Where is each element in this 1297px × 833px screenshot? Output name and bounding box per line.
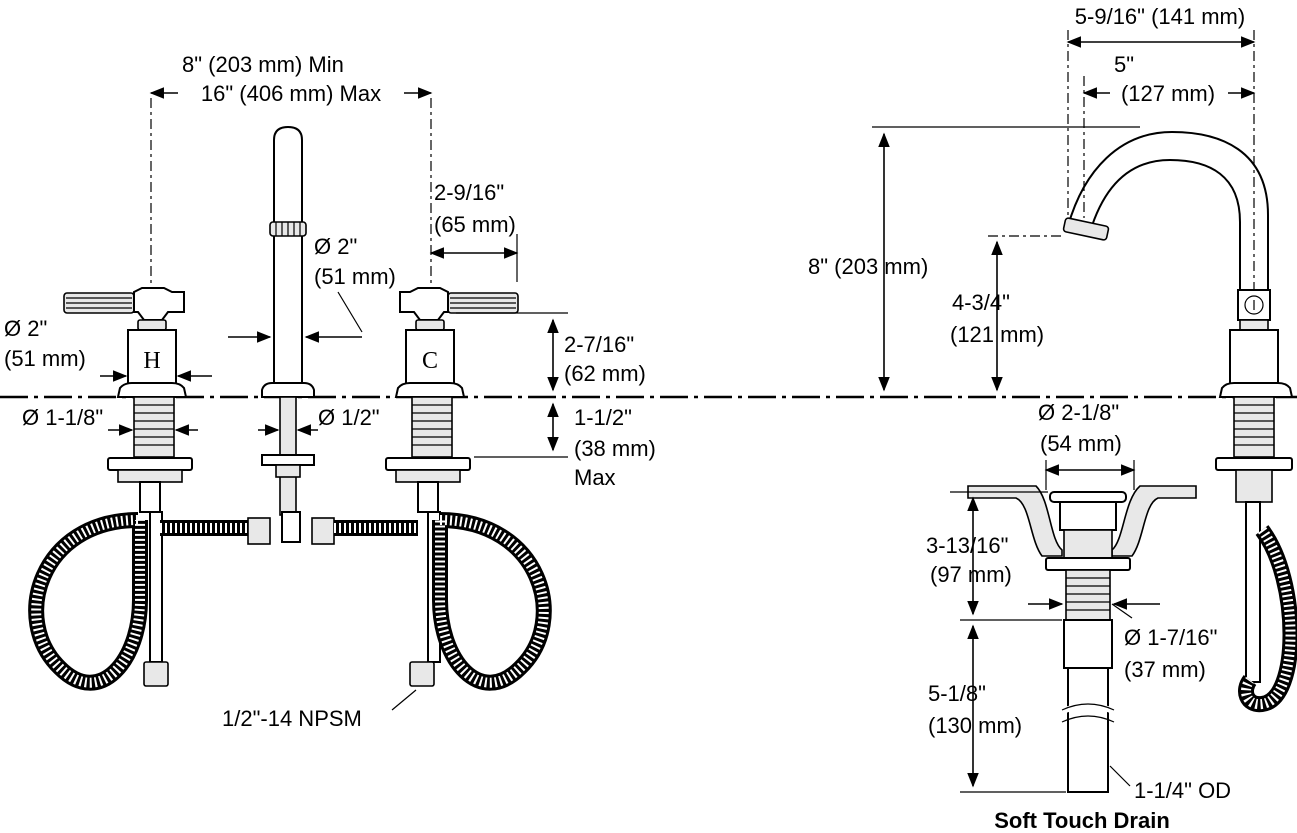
- soft-touch-drain: Ø 2-1/8" (54 mm) 3-13/16" (97 mm) Ø 1-7/…: [926, 400, 1231, 833]
- tailpiece: [1063, 619, 1113, 669]
- cold-inlet-nut: [409, 661, 435, 687]
- spread-max-label: 16" (406 mm) Max: [201, 81, 381, 106]
- spout-dia-label: Ø 2": [314, 234, 357, 259]
- deck-thickness-mm-label: (38 mm): [574, 436, 656, 461]
- aerator-height-mm-label: (121 mm): [950, 322, 1044, 347]
- cold-handle-assembly: [394, 287, 519, 398]
- drain-title: Soft Touch Drain: [994, 808, 1170, 833]
- handle-dia-mm-label: (51 mm): [4, 346, 86, 371]
- hot-shank: [133, 396, 175, 458]
- faucet-front-view: H C 8" (203 mm) Min 16" (406 mm) Max Ø 2…: [4, 52, 656, 731]
- drain-cap-dia-label: Ø 2-1/8": [1038, 400, 1119, 425]
- side-aerator: [1062, 217, 1110, 241]
- drain-body-len-mm-label: (97 mm): [930, 562, 1012, 587]
- drain-thread-dia-label: Ø 1-7/16": [1124, 625, 1217, 650]
- cold-mark: C: [422, 348, 438, 374]
- tailpiece-len-label: 5-1/8": [928, 681, 986, 706]
- spread-min-label: 8" (203 mm) Min: [182, 52, 344, 77]
- shank-dia-label: Ø 1-1/8": [22, 405, 103, 430]
- tailpiece-len-mm-label: (130 mm): [928, 713, 1022, 738]
- handle-reach-mm-label: (65 mm): [434, 212, 516, 237]
- drain-cap: [1049, 491, 1127, 503]
- drain-thread-dia-mm-label: (37 mm): [1124, 657, 1206, 682]
- handle-height-label: 2-7/16": [564, 332, 634, 357]
- hot-mark: H: [143, 348, 160, 374]
- handle-height-mm-label: (62 mm): [564, 361, 646, 386]
- handle-reach-label: 2-9/16": [434, 180, 504, 205]
- deck-thickness-label: 1-1/2": [574, 405, 632, 430]
- deck-thickness-max-label: Max: [574, 465, 616, 490]
- inlet-thread-label: 1/2"-14 NPSM: [222, 706, 362, 731]
- spout-reach-mm-label: (127 mm): [1121, 81, 1215, 106]
- cold-shank: [411, 396, 453, 458]
- side-knob-icon: [1244, 295, 1264, 315]
- spout-shank-dia-label: Ø 1/2": [318, 405, 380, 430]
- spout-base: [261, 382, 315, 398]
- tailpiece-od-label: 1-1/4" OD: [1134, 778, 1231, 803]
- spout-dia-mm-label: (51 mm): [314, 264, 396, 289]
- drain-body-len-label: 3-13/16": [926, 533, 1008, 558]
- gooseneck-spout: [1066, 130, 1269, 297]
- handle-dia-label: Ø 2": [4, 316, 47, 341]
- aerator-height-label: 4-3/4": [952, 290, 1010, 315]
- overall-height-label: 8" (203 mm): [808, 254, 928, 279]
- faucet-side-view: 5-9/16" (141 mm) 5" (127 mm) 8" (203 mm)…: [808, 4, 1297, 713]
- spout-reach-label: 5": [1114, 52, 1134, 77]
- drain-cap-dia-mm-label: (54 mm): [1040, 431, 1122, 456]
- spout-tube: [273, 125, 303, 386]
- overall-depth-label: 5-9/16" (141 mm): [1075, 4, 1245, 29]
- hot-inlet-nut: [143, 661, 169, 687]
- hot-handle-assembly: [63, 287, 188, 398]
- sink-section: [967, 485, 1063, 557]
